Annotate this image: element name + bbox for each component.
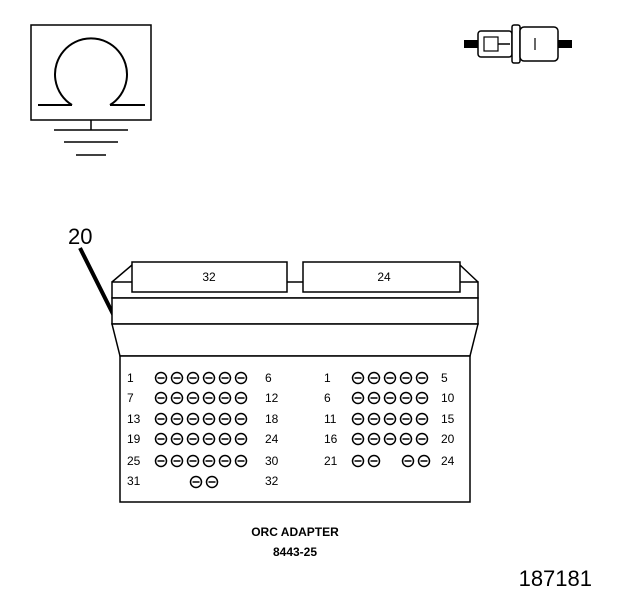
pin-cavity — [170, 412, 184, 426]
pin-cavity — [367, 371, 381, 385]
pin-cavity — [367, 454, 381, 468]
tab-right — [302, 261, 461, 293]
pin-cavity — [351, 432, 365, 446]
pin-label: 12 — [265, 391, 279, 405]
pin-cavity — [234, 371, 248, 385]
pin-cavity — [383, 371, 397, 385]
pin-label: 21 — [324, 454, 338, 468]
pin-cavity — [399, 412, 413, 426]
pin-cavity — [202, 412, 216, 426]
caption-part-number: 8443-25 — [273, 545, 317, 559]
pin-cavity — [218, 371, 232, 385]
tab-left — [131, 261, 288, 293]
pin-cavity — [415, 371, 429, 385]
pin-label: 19 — [127, 432, 141, 446]
pin-cavity — [154, 391, 168, 405]
pin-cavity — [202, 454, 216, 468]
pin-cavity — [170, 432, 184, 446]
right-pin-block: 1 5 6 10 11 15 16 20 21 24 — [324, 371, 455, 468]
pin-cavity — [351, 412, 365, 426]
pin-cavity — [383, 432, 397, 446]
pin-cavity — [218, 412, 232, 426]
pin-cavity — [202, 432, 216, 446]
pin-label: 1 — [127, 371, 134, 385]
pin-cavity — [218, 432, 232, 446]
pin-cavity — [218, 391, 232, 405]
pin-cavity — [154, 432, 168, 446]
pin-cavity — [234, 432, 248, 446]
pin-cavity — [189, 475, 203, 489]
pin-cavity — [154, 454, 168, 468]
pin-cavity — [170, 391, 184, 405]
tab-right-label: 24 — [377, 270, 391, 284]
pin-label: 5 — [441, 371, 448, 385]
pin-cavity — [154, 412, 168, 426]
pin-cavity — [186, 412, 200, 426]
pin-cavity — [186, 371, 200, 385]
pin-cavity — [170, 454, 184, 468]
pin-cavity — [351, 371, 365, 385]
pin-label: 25 — [127, 454, 141, 468]
pin-cavity — [399, 391, 413, 405]
pin-label: 6 — [265, 371, 272, 385]
pin-cavity — [205, 475, 219, 489]
pin-label: 1 — [324, 371, 331, 385]
pin-cavity — [415, 391, 429, 405]
pin-label: 30 — [265, 454, 279, 468]
pin-cavity — [399, 432, 413, 446]
pin-label: 11 — [324, 412, 337, 426]
pin-label: 32 — [265, 474, 279, 488]
pin-cavity — [351, 454, 365, 468]
ohmmeter-ground-symbol-icon — [30, 24, 152, 156]
pin-cavity — [186, 432, 200, 446]
orc-adapter-connector: 32 24 — [111, 261, 479, 503]
pin-cavity — [367, 432, 381, 446]
pin-cavity — [202, 391, 216, 405]
inline-connector-icon — [464, 24, 572, 64]
pin-cavity — [383, 412, 397, 426]
pin-cavity — [218, 454, 232, 468]
pin-label: 13 — [127, 412, 141, 426]
pin-label: 24 — [441, 454, 455, 468]
pin-label: 18 — [265, 412, 279, 426]
pin-cavity — [383, 391, 397, 405]
pin-label: 16 — [324, 432, 338, 446]
pin-cavity — [186, 454, 200, 468]
pin-cavity — [154, 371, 168, 385]
pin-cavity — [417, 454, 431, 468]
pin-label: 15 — [441, 412, 455, 426]
pin-cavity — [401, 454, 415, 468]
pin-cavity — [186, 391, 200, 405]
left-pin-block: 1 6 7 12 13 18 19 24 25 30 31 32 — [127, 371, 279, 489]
tab-left-label: 32 — [202, 270, 216, 284]
pin-cavity — [351, 391, 365, 405]
pin-label: 20 — [441, 432, 455, 446]
pin-cavity — [399, 371, 413, 385]
pin-label: 10 — [441, 391, 455, 405]
pin-cavity — [234, 454, 248, 468]
pin-label: 31 — [127, 474, 141, 488]
pin-cavity — [415, 412, 429, 426]
callout-number: 20 — [68, 224, 92, 249]
pin-cavity — [234, 412, 248, 426]
pin-label: 6 — [324, 391, 331, 405]
pin-cavity — [170, 371, 184, 385]
pin-label: 24 — [265, 432, 279, 446]
pin-cavity — [367, 391, 381, 405]
pin-label: 7 — [127, 391, 134, 405]
pin-cavity — [202, 371, 216, 385]
figure-number: 187181 — [519, 566, 592, 591]
pin-cavity — [234, 391, 248, 405]
caption-title: ORC ADAPTER — [251, 525, 339, 539]
pin-cavity — [415, 432, 429, 446]
pin-cavity — [367, 412, 381, 426]
